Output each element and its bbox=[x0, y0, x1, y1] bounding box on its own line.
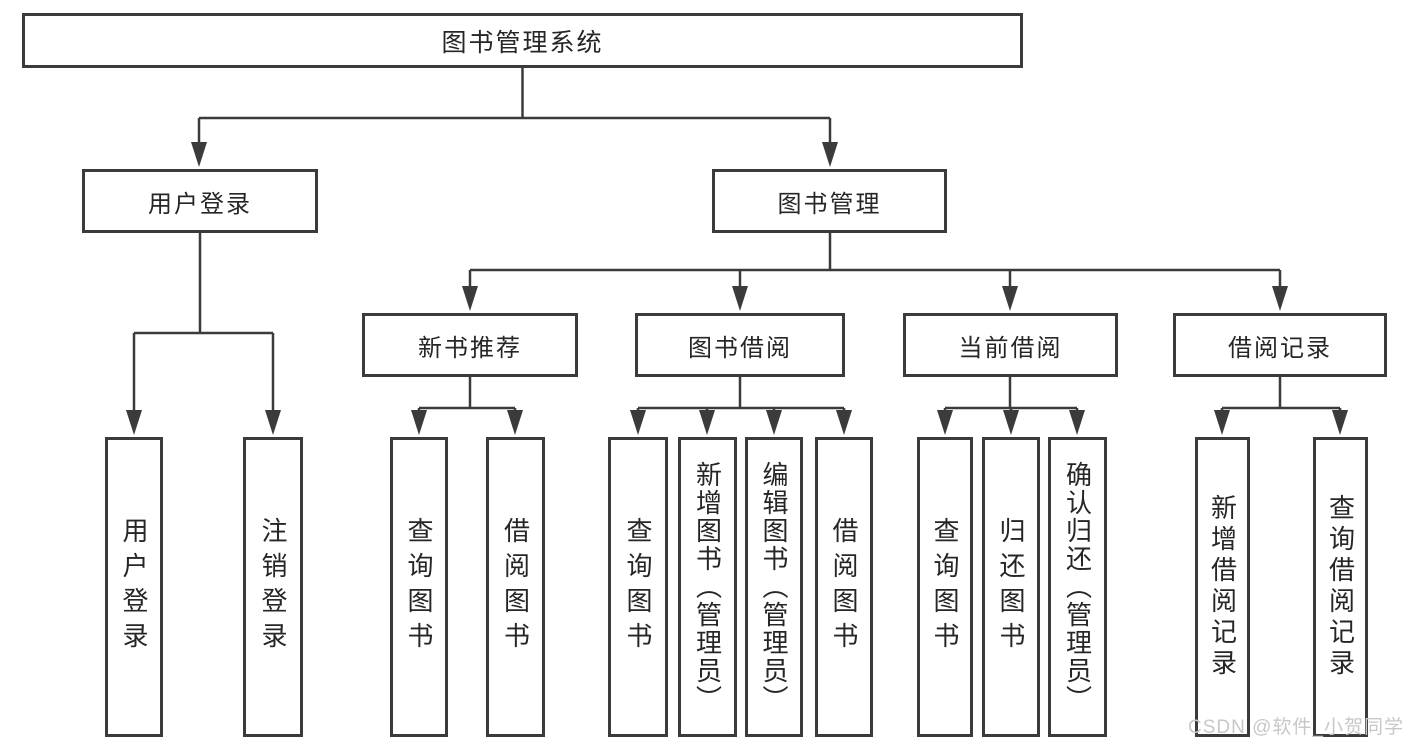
node-user-login-label: 用户登录 bbox=[148, 190, 252, 218]
leaf-label: 确认归还（管理员） bbox=[1062, 461, 1093, 713]
leaf-add-book-admin: 新增图书（管理员） bbox=[678, 437, 737, 737]
leaf-borrow-books-1: 借阅图书 bbox=[486, 437, 545, 737]
node-borrow-record-label: 借阅记录 bbox=[1228, 334, 1332, 362]
csdn-watermark: CSDN @软件_小贺同学 bbox=[1188, 717, 1404, 738]
node-current-borrow-label: 当前借阅 bbox=[958, 334, 1063, 362]
leaf-query-books-3: 查询图书 bbox=[917, 437, 973, 737]
leaf-query-books-2: 查询图书 bbox=[608, 437, 668, 737]
leaf-return-book: 归还图书 bbox=[982, 437, 1040, 737]
leaf-label: 借阅图书 bbox=[500, 517, 531, 657]
leaf-label: 查询图书 bbox=[930, 517, 960, 657]
leaf-add-borrow-record: 新增借阅记录 bbox=[1195, 437, 1250, 737]
leaf-query-books-1: 查询图书 bbox=[390, 437, 448, 737]
leaf-logout: 注销登录 bbox=[243, 437, 303, 737]
leaf-label: 新增图书（管理员） bbox=[692, 461, 723, 713]
node-new-book-rec-label: 新书推荐 bbox=[418, 334, 522, 362]
leaf-query-borrow-record: 查询借阅记录 bbox=[1313, 437, 1368, 737]
leaf-label: 归还图书 bbox=[996, 517, 1026, 657]
node-root-label: 图书管理系统 bbox=[441, 28, 604, 57]
leaf-label: 用户登录 bbox=[119, 517, 149, 657]
leaf-user-login: 用户登录 bbox=[105, 437, 163, 737]
leaf-label: 新增借阅记录 bbox=[1207, 494, 1238, 680]
node-book-borrow-label: 图书借阅 bbox=[688, 334, 792, 362]
node-current-borrow: 当前借阅 bbox=[903, 313, 1118, 377]
leaf-edit-book-admin: 编辑图书（管理员） bbox=[745, 437, 803, 737]
leaf-label: 借阅图书 bbox=[829, 517, 859, 657]
arrow-icons bbox=[126, 142, 1348, 435]
leaf-confirm-return-admin: 确认归还（管理员） bbox=[1048, 437, 1107, 737]
leaf-label: 查询借阅记录 bbox=[1325, 494, 1356, 680]
leaf-label: 查询图书 bbox=[404, 517, 434, 657]
leaf-label: 编辑图书（管理员） bbox=[759, 461, 789, 713]
node-borrow-record: 借阅记录 bbox=[1173, 313, 1387, 377]
leaf-label: 注销登录 bbox=[258, 517, 288, 657]
leaf-borrow-books-2: 借阅图书 bbox=[815, 437, 873, 737]
node-root: 图书管理系统 bbox=[22, 13, 1023, 68]
node-user-login: 用户登录 bbox=[82, 169, 318, 233]
node-book-borrow: 图书借阅 bbox=[635, 313, 845, 377]
node-book-mgmt: 图书管理 bbox=[712, 169, 947, 233]
node-new-book-rec: 新书推荐 bbox=[362, 313, 578, 377]
node-book-mgmt-label: 图书管理 bbox=[777, 190, 882, 218]
leaf-label: 查询图书 bbox=[623, 517, 653, 657]
